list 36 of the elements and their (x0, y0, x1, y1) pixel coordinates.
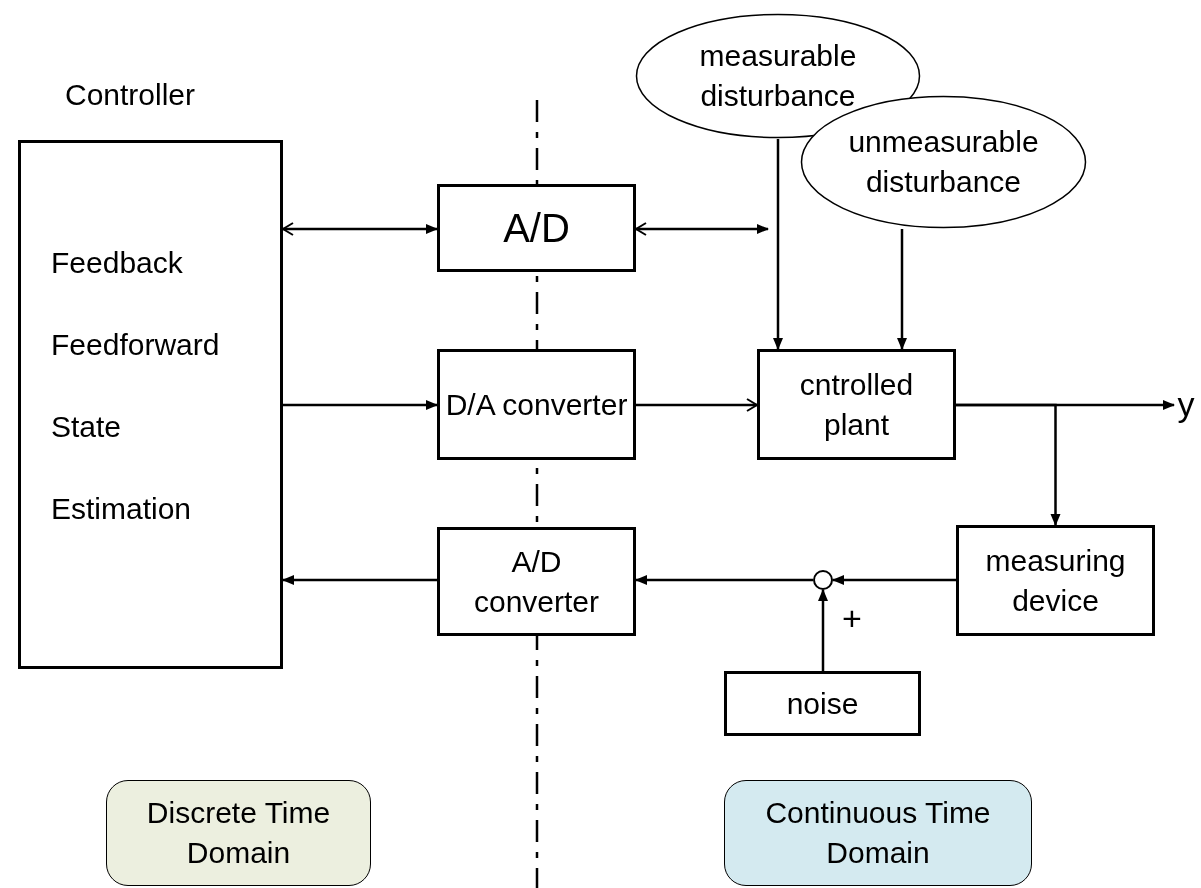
summing-junction (813, 570, 833, 590)
block-label: D/A converter (445, 386, 628, 423)
process-box (724, 671, 921, 736)
arrow (282, 575, 437, 585)
arrow (832, 575, 956, 585)
controller-function-label: Feedback (51, 245, 183, 281)
process-box (437, 527, 636, 636)
process-box (437, 349, 636, 460)
controller-heading: Controller (65, 77, 196, 113)
process-box (956, 525, 1155, 636)
arrow (818, 589, 828, 671)
arrow (773, 139, 783, 350)
domain-box (106, 780, 371, 886)
converter-box (437, 184, 636, 272)
domain-label: Discrete Time Domain (145, 795, 332, 871)
block-label: measuring device (984, 542, 1127, 619)
disturbance-label: unmeasurable disturbance (847, 124, 1040, 200)
block-label: cntrolled plant (798, 366, 915, 443)
controller-function-label: Estimation (51, 491, 192, 527)
output-label: y (1177, 386, 1195, 422)
arrow (956, 403, 1061, 526)
arrow (282, 222, 438, 236)
arrow (636, 398, 758, 412)
domain-label: Continuous Time Domain (764, 795, 992, 871)
domain-box (724, 780, 1032, 886)
arrow (635, 575, 813, 585)
block-label: A/D converter (472, 543, 601, 620)
process-box (757, 349, 956, 460)
controller-function-label: State (51, 409, 122, 445)
sign-label: + (842, 600, 862, 636)
arrow (897, 229, 907, 350)
block-label: noise (785, 685, 860, 722)
block-label: A/D (502, 205, 571, 251)
controller-function-label: Feedforward (51, 327, 220, 363)
arrow (283, 400, 438, 410)
arrow (635, 222, 769, 236)
